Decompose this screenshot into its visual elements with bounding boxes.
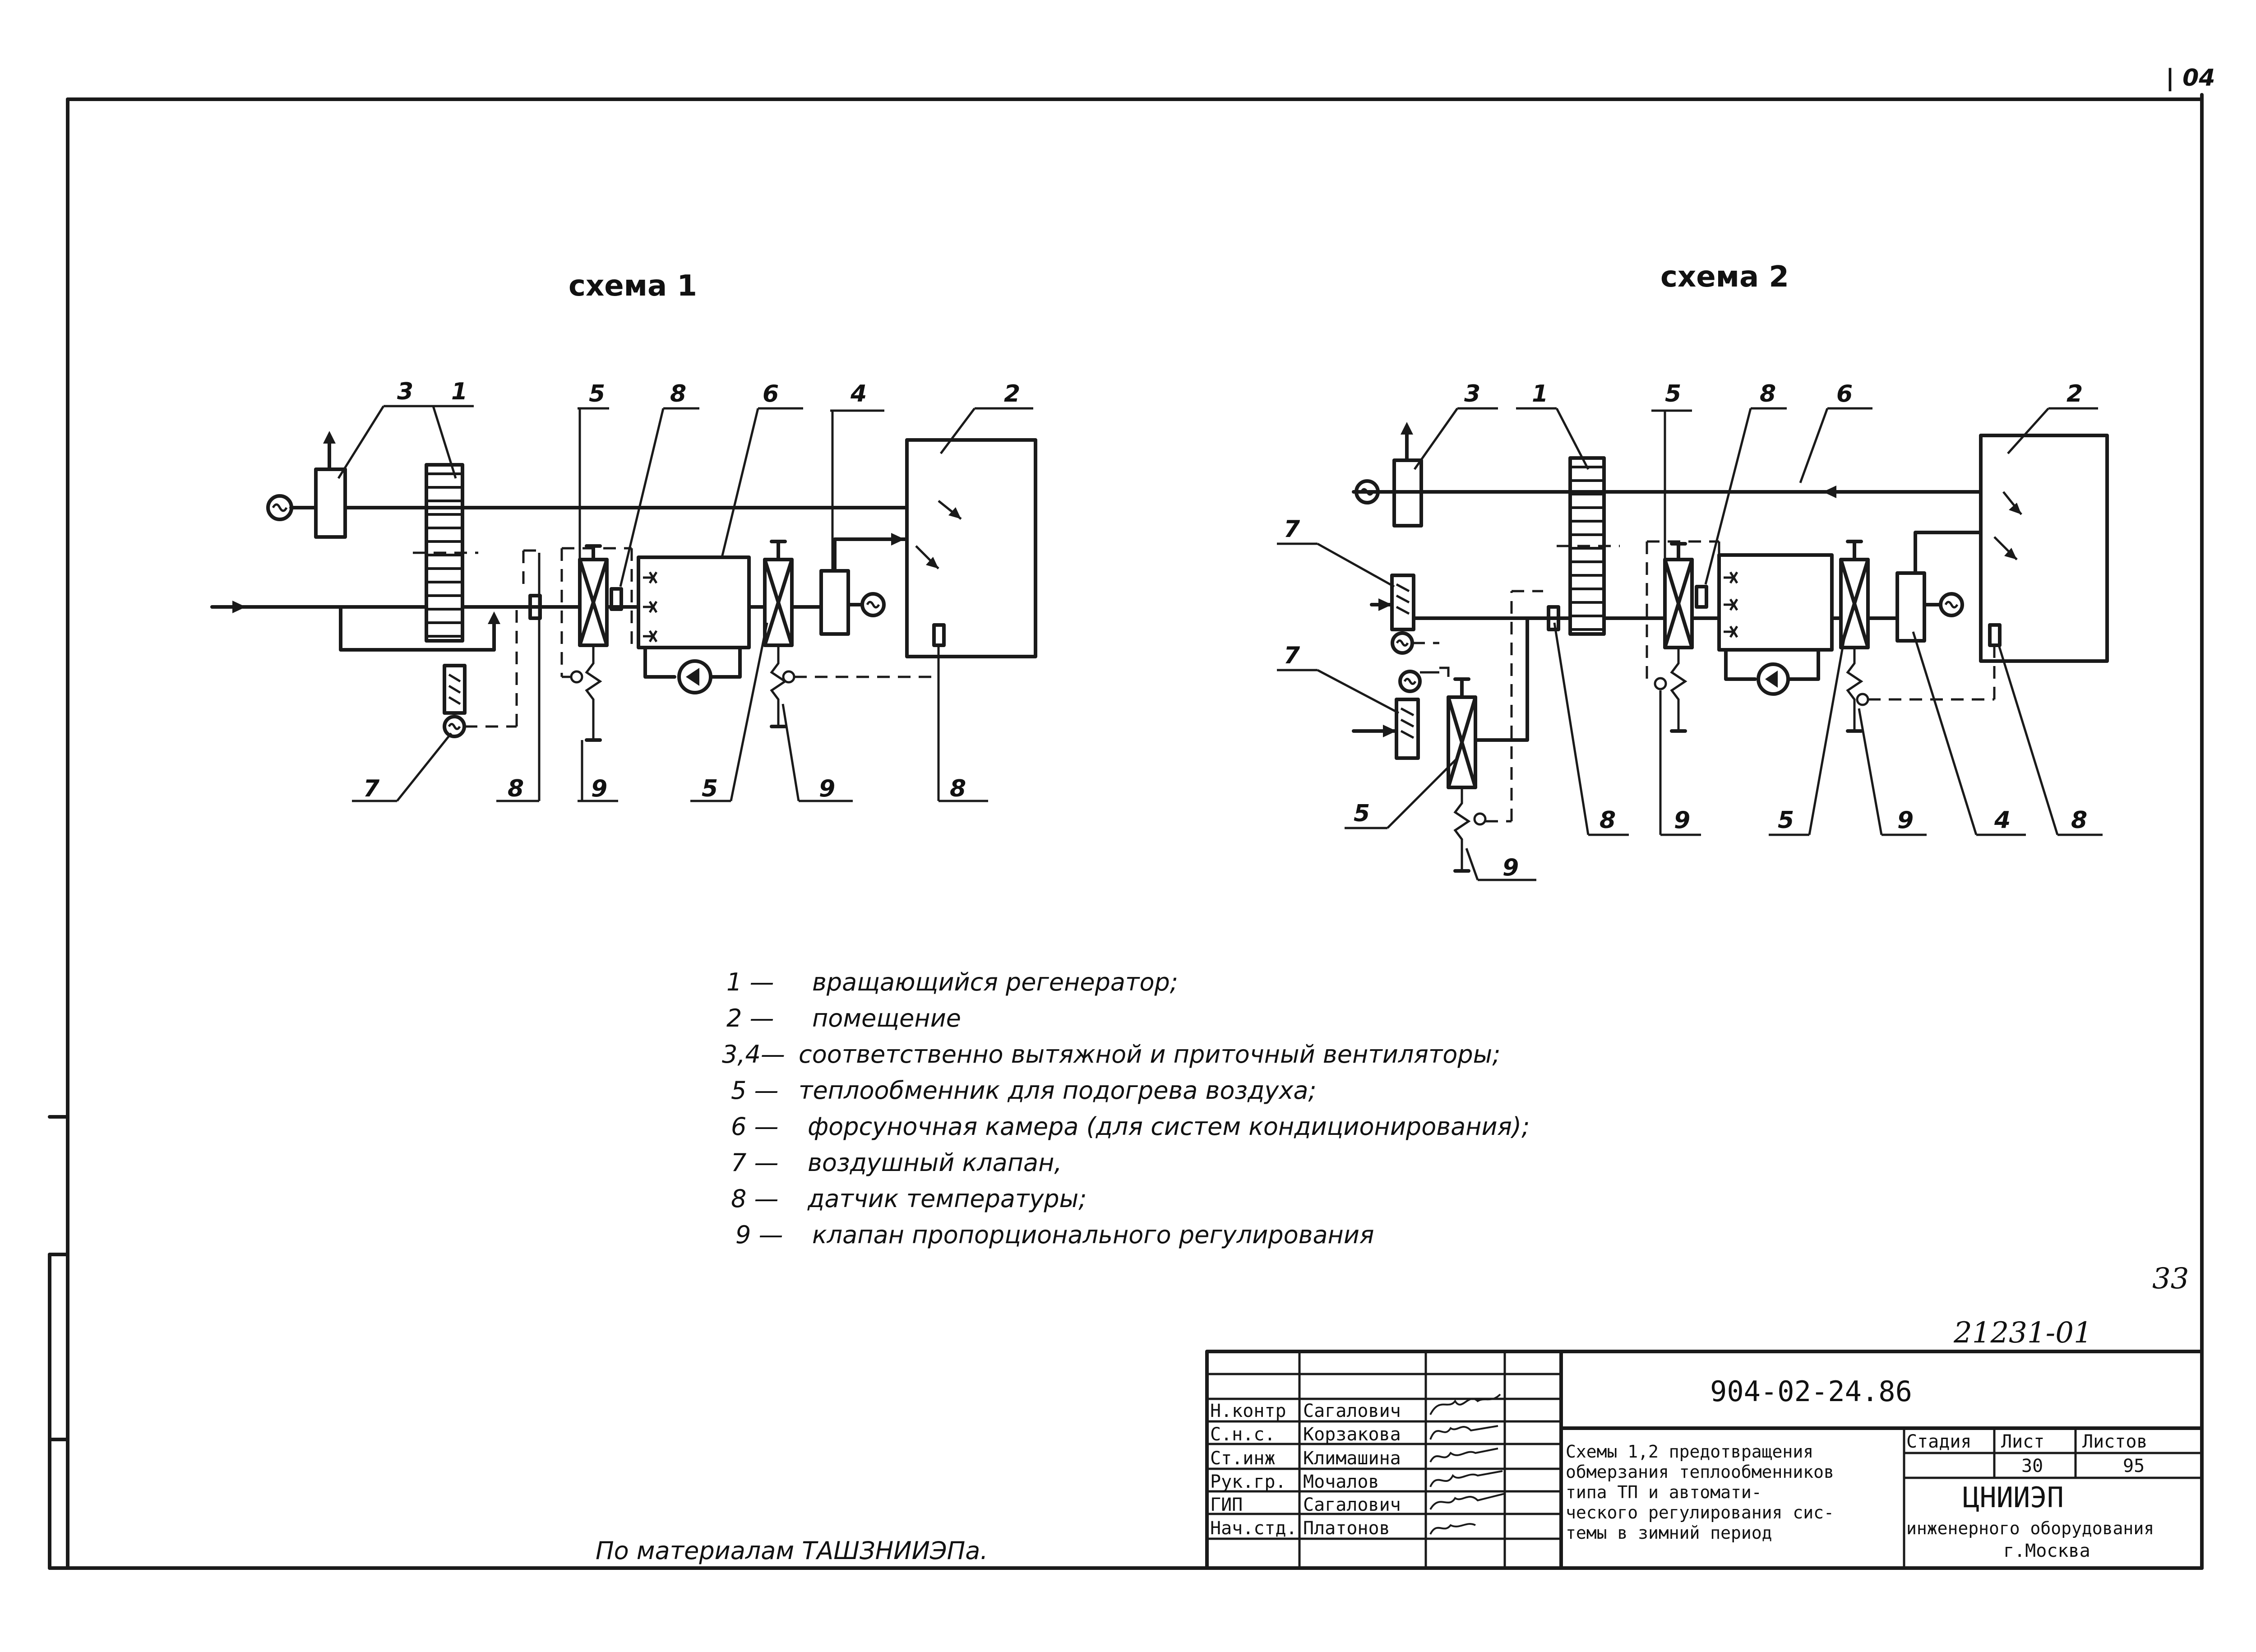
room-box (905, 438, 1037, 658)
legend-text-5: форсуночная камера (для систем кондицион… (808, 1112, 1530, 1141)
desc-line-3: типа ТП и автомати- (1566, 1482, 1762, 1502)
label-9-b: 9 (819, 775, 835, 802)
name-6: Платонов (1303, 1518, 1390, 1539)
label2-6: 6 (1836, 380, 1853, 407)
label2-8-top: 8 (1760, 380, 1776, 407)
role-3: Ст.инж (1210, 1448, 1276, 1469)
label2-1: 1 (1532, 380, 1548, 407)
org-line-2: инженерного оборудования (1906, 1518, 2154, 1538)
sheet-label: Лист (2001, 1431, 2044, 1452)
label-8-top: 8 (670, 380, 686, 407)
legend: 1 — вращающийся регенератор; 2 — помещен… (722, 968, 1530, 1249)
sheets-label: Листов (2082, 1431, 2148, 1452)
label-1: 1 (451, 378, 467, 405)
footnote: По материалам ТАШЗНИИЭПа. (596, 1536, 988, 1565)
label-7: 7 (363, 775, 380, 802)
motor-symbol (266, 494, 293, 521)
label2-5-left: 5 (1354, 800, 1370, 827)
label-6: 6 (763, 380, 779, 407)
legend-text-7: датчик температуры; (807, 1185, 1087, 1213)
sheets-value: 95 (2123, 1456, 2145, 1476)
scheme-1-title: схема 1 (569, 269, 697, 303)
desc-line-1: Схемы 1,2 предотвращения (1566, 1442, 1813, 1462)
label-4: 4 (850, 380, 867, 407)
role-5: ГИП (1210, 1495, 1243, 1515)
label2-2: 2 (2066, 380, 2083, 407)
legend-num-2: 2 — (726, 1004, 774, 1032)
label-3: 3 (397, 378, 413, 405)
supply-fan (819, 569, 850, 636)
scheme-1-callouts: 1 3 5 8 6 4 2 7 8 9 5 9 8 (337, 378, 1033, 802)
name-1: Сагалович (1303, 1401, 1401, 1421)
air-valve-2b (1395, 698, 1420, 760)
title-block: 904-02-24.86 Н.контр С.н.с. Ст.инж Рук.г… (1205, 1350, 2204, 1570)
label-9-a: 9 (591, 775, 607, 802)
scheme-1: схема 1 (210, 269, 1037, 742)
name-3: Климашина (1303, 1448, 1401, 1469)
name-5: Сагалович (1303, 1495, 1401, 1515)
name-4: Мочалов (1303, 1472, 1379, 1492)
org-line-1: ЦНИИЭП (1963, 1481, 2064, 1514)
stage-label: Стадия (1906, 1431, 1972, 1452)
supply-fan-2 (1895, 571, 1926, 643)
archive-number: 21231-01 (1953, 1316, 2092, 1350)
scheme-2-title: схема 2 (1660, 260, 1789, 294)
spray-chamber-2 (1717, 553, 1834, 652)
legend-num-5: 6 — (731, 1112, 779, 1141)
spray-chamber (637, 555, 751, 649)
air-valve-bypass (443, 664, 467, 715)
role-6: Нач.стд. (1210, 1518, 1297, 1539)
corner-mark: | 04 (2166, 65, 2215, 92)
sheet-frame (48, 93, 2204, 1570)
label-5-top: 5 (589, 380, 605, 407)
legend-text-6: воздушный клапан, (808, 1148, 1062, 1177)
role-4: Рук.гр. (1210, 1472, 1286, 1492)
exhaust-fan (314, 467, 347, 539)
air-valve-2a (1390, 574, 1415, 631)
label2-8-b: 8 (2071, 807, 2087, 834)
legend-num-4: 5 — (731, 1076, 779, 1105)
desc-line-2: обмерзания теплообменников (1566, 1462, 1834, 1482)
label2-7-a: 7 (1284, 516, 1300, 543)
signatures (1429, 1393, 1505, 1535)
desc-line-5: темы в зимний период (1566, 1523, 1772, 1543)
legend-text-8: клапан пропорционального регулирования (812, 1221, 1374, 1249)
legend-num-8: 9 — (735, 1221, 783, 1249)
legend-text-2: помещение (812, 1004, 961, 1032)
page-number-handwritten: 33 (2152, 1262, 2189, 1296)
legend-num-7: 8 — (731, 1185, 779, 1213)
legend-num-3: 3,4— (722, 1040, 785, 1069)
label2-7-b: 7 (1284, 642, 1300, 669)
sheet-value: 30 (2021, 1456, 2043, 1476)
label2-8-a: 8 (1600, 807, 1616, 834)
role-1: Н.контр (1210, 1401, 1286, 1421)
scheme-2: схема 2 (1352, 260, 2109, 873)
legend-num-6: 7 — (731, 1148, 779, 1177)
label-8-b: 8 (950, 775, 966, 802)
org-line-3: г.Москва (2003, 1541, 2090, 1561)
room-box-2 (1979, 434, 2109, 663)
scheme-2-callouts: 3 1 5 8 6 2 7 7 5 9 8 9 5 9 4 8 (1277, 380, 2103, 881)
label2-9-b: 9 (1674, 807, 1690, 834)
role-2: С.н.с. (1210, 1424, 1276, 1445)
desc-line-4: ческого регулирования сис- (1566, 1503, 1834, 1522)
label2-9-a: 9 (1502, 854, 1519, 881)
label2-5-bottom: 5 (1778, 807, 1794, 834)
doc-code: 904-02-24.86 (1710, 1375, 1912, 1408)
label2-3: 3 (1464, 380, 1480, 407)
name-2: Корзакова (1303, 1424, 1401, 1445)
legend-text-1: вращающийся регенератор; (812, 968, 1178, 996)
legend-text-3: соответственно вытяжной и приточный вент… (799, 1040, 1500, 1069)
legend-text-4: теплообменник для подогрева воздуха; (799, 1076, 1317, 1105)
label-5-bottom: 5 (702, 775, 718, 802)
label-8-a: 8 (508, 775, 524, 802)
label2-9-c: 9 (1897, 807, 1914, 834)
label2-4: 4 (1994, 807, 2011, 834)
label-2: 2 (1004, 380, 1020, 407)
legend-num-1: 1 — (726, 968, 774, 996)
label2-5-top: 5 (1665, 380, 1681, 407)
